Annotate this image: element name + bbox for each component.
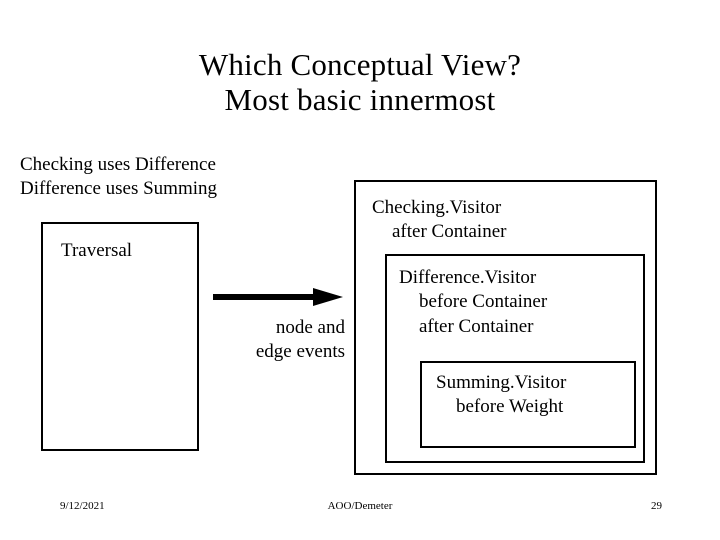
arrow-label-line-2: edge events (255, 340, 345, 362)
premise-line-1: Checking uses Difference (20, 154, 216, 175)
summing-visitor-event-1: before Weight (456, 396, 564, 418)
arrow-label-line-1: node and (275, 317, 345, 338)
difference-visitor-event-1: before Container (419, 291, 548, 313)
summing-visitor-box: Summing.Visitor before Weight (420, 361, 636, 448)
difference-visitor-text: Difference.Visitor before Container afte… (399, 266, 547, 339)
arrow-label: node and edge events (180, 316, 345, 364)
checking-visitor-name: Checking.Visitor (372, 197, 502, 218)
checking-visitor-box: Checking.Visitor after Container Differe… (354, 180, 657, 475)
traversal-box-label: Traversal (61, 240, 133, 261)
page-title: Which Conceptual View? Most basic innerm… (0, 47, 720, 117)
summing-visitor-name: Summing.Visitor (436, 372, 567, 393)
premise-line-2: Difference uses Summing (20, 177, 217, 199)
difference-visitor-box: Difference.Visitor before Container afte… (385, 254, 645, 463)
title-line-2: Most basic innermost (224, 81, 496, 117)
footer-course-label: AOO/Demeter (327, 500, 393, 512)
checking-visitor-text: Checking.Visitor after Container (372, 196, 506, 245)
summing-visitor-text: Summing.Visitor before Weight (436, 371, 566, 420)
footer-date: 9/12/2021 (60, 500, 105, 512)
traversal-box: Traversal (41, 222, 199, 451)
slide-footer: 9/12/2021 AOO/Demeter 29 (0, 500, 720, 522)
footer-page-number: 29 (651, 500, 662, 512)
premise-text: Checking uses Difference Difference uses… (20, 153, 217, 201)
right-arrow-icon (213, 286, 343, 308)
title-line-1: Which Conceptual View? (198, 47, 522, 82)
checking-visitor-event-1: after Container (392, 221, 507, 243)
difference-visitor-event-2: after Container (419, 315, 534, 337)
difference-visitor-name: Difference.Visitor (399, 267, 537, 288)
